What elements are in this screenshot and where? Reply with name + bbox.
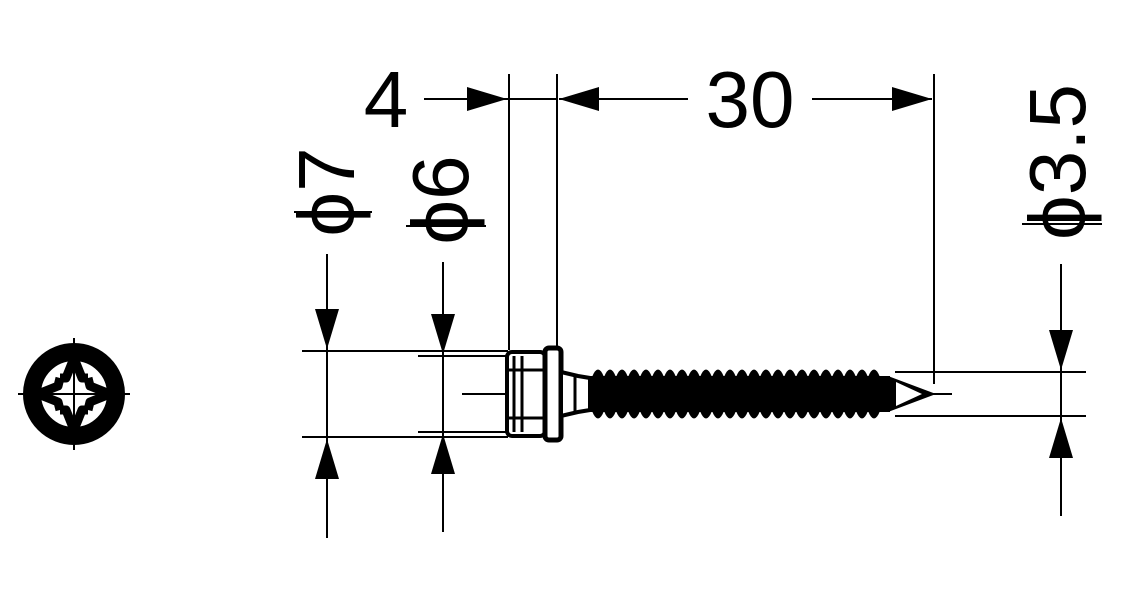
head-diameter-label: ϕ7 [282, 147, 371, 236]
head-diameter-dimension [294, 211, 372, 538]
phillips-cross-icon [33, 353, 115, 435]
phillips-head-end-view [18, 338, 130, 450]
thread-diameter-dimension [1022, 223, 1102, 516]
head-height-label: 4 [364, 55, 409, 144]
screw-shank [590, 376, 890, 412]
screw-side-view [505, 345, 936, 443]
screw-thread-bottom [592, 411, 880, 419]
length-label: 30 [706, 55, 795, 144]
head-outer-ring [23, 343, 125, 445]
thread-diameter-label: ϕ3.5 [1013, 84, 1102, 240]
washer-diameter-dimension [406, 225, 486, 532]
screw-thread-top [592, 369, 880, 377]
washer-diameter-label: ϕ6 [396, 155, 485, 244]
screw-washer [542, 345, 564, 443]
